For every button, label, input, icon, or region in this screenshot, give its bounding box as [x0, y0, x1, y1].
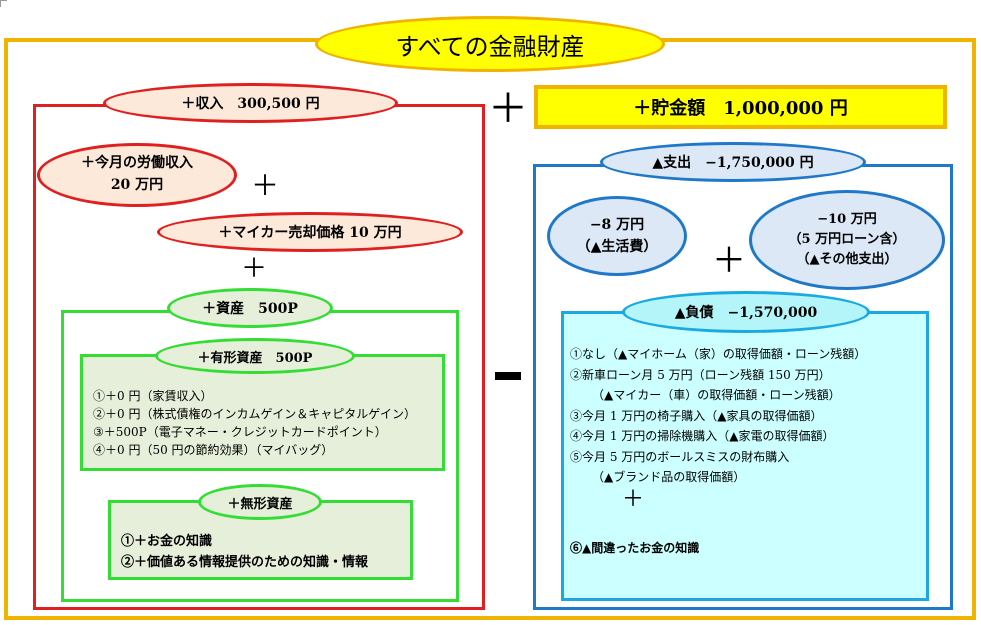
plus-sign-income: ＋: [251, 169, 280, 202]
page-title: すべての金融財産: [315, 16, 665, 72]
plus-sign-income-2: ＋: [241, 254, 268, 284]
tangible-assets-header: ＋有形資産 500P: [155, 338, 355, 374]
assets-header: ＋資産 500P: [167, 288, 333, 328]
liabilities-header-text: ▲負債 −1,570,000: [674, 305, 818, 321]
labor-income-oval: ＋今月の労働収入 20 万円: [37, 143, 237, 207]
expense-header-text: ▲支出 −1,750,000 円: [652, 155, 814, 171]
liability-plus: ＋: [622, 486, 645, 512]
other-expense-line2: （5 万円ローン含）: [788, 231, 906, 247]
living-cost-line1: −8 万円: [589, 216, 645, 233]
intangible-assets-header: ＋無形資産: [198, 484, 322, 520]
other-expense-line3: （▲その他支出）: [796, 252, 898, 268]
savings-amount: ＋貯金額 1,000,000 円: [633, 98, 848, 119]
intangible-item: ②＋価値ある情報提供のための知識・情報: [121, 555, 369, 570]
liability-item: ②新車ローン月 5 万円（ローン残額 150 万円）: [570, 367, 831, 382]
labor-income-line2: 20 万円: [110, 177, 164, 193]
car-sale-text: ＋マイカー売却価格 10 万円: [218, 225, 402, 241]
other-expense-oval: −10 万円 （5 万円ローン含） （▲その他支出）: [749, 190, 945, 290]
tangible-assets-header-text: ＋有形資産 500P: [197, 350, 313, 366]
labor-income-line1: ＋今月の労働収入: [81, 155, 193, 172]
tangible-item: ③＋500P（電子マネー・クレジットカードポイント）: [93, 425, 387, 439]
liabilities-header: ▲負債 −1,570,000: [622, 291, 870, 333]
liability-item: ④今月 1 万円の掃除機購入（▲家電の取得価額）: [570, 429, 835, 443]
tangible-item: ②＋0 円（株式債権のインカムゲイン＆キャピタルゲイン）: [93, 407, 416, 421]
intangible-item: ①＋お金の知識: [121, 534, 213, 549]
car-sale-oval: ＋マイカー売却価格 10 万円: [157, 212, 463, 252]
expense-header: ▲支出 −1,750,000 円: [600, 142, 866, 182]
minus-sign: [495, 372, 521, 380]
liability-item-last: ⑥▲間違ったお金の知識: [570, 540, 700, 555]
savings-box: ＋貯金額 1,000,000 円: [534, 85, 947, 129]
liability-item: ③今月 1 万円の椅子購入（▲家具の取得価額）: [570, 408, 823, 423]
liability-item: （▲ブランド品の取得価額）: [592, 470, 746, 484]
living-cost-oval: −8 万円 （▲生活費）: [547, 196, 687, 276]
tangible-item: ④＋0 円（50 円の節約効果）（マイバッグ）: [93, 443, 334, 457]
assets-header-text: ＋資産 500P: [202, 301, 298, 317]
plus-sign-top: ＋: [488, 86, 528, 132]
page-title-text: すべての金融財産: [395, 32, 585, 61]
plus-sign-expense: ＋: [712, 241, 746, 281]
income-header: ＋収入 300,500 円: [103, 83, 398, 123]
liability-item: ⑤今月 5 万円のボールスミスの財布購入: [570, 449, 790, 464]
other-expense-line1: −10 万円: [817, 211, 877, 227]
liability-item: ①なし（▲マイホーム（家）の取得価額・ローン残額）: [570, 347, 867, 361]
corner-mark: [0, 0, 7, 7]
liability-item: （▲マイカー（車）の取得価額・ローン残額）: [592, 388, 841, 402]
liabilities-box: ①なし（▲マイホーム（家）の取得価額・ローン残額） ②新車ローン月 5 万円（ロ…: [561, 311, 929, 601]
income-header-text: ＋収入 300,500 円: [181, 96, 320, 112]
living-cost-line2: （▲生活費）: [576, 239, 658, 255]
intangible-assets-header-text: ＋無形資産: [227, 496, 293, 512]
tangible-item: ①＋0 円（家賃収入）: [93, 389, 213, 403]
